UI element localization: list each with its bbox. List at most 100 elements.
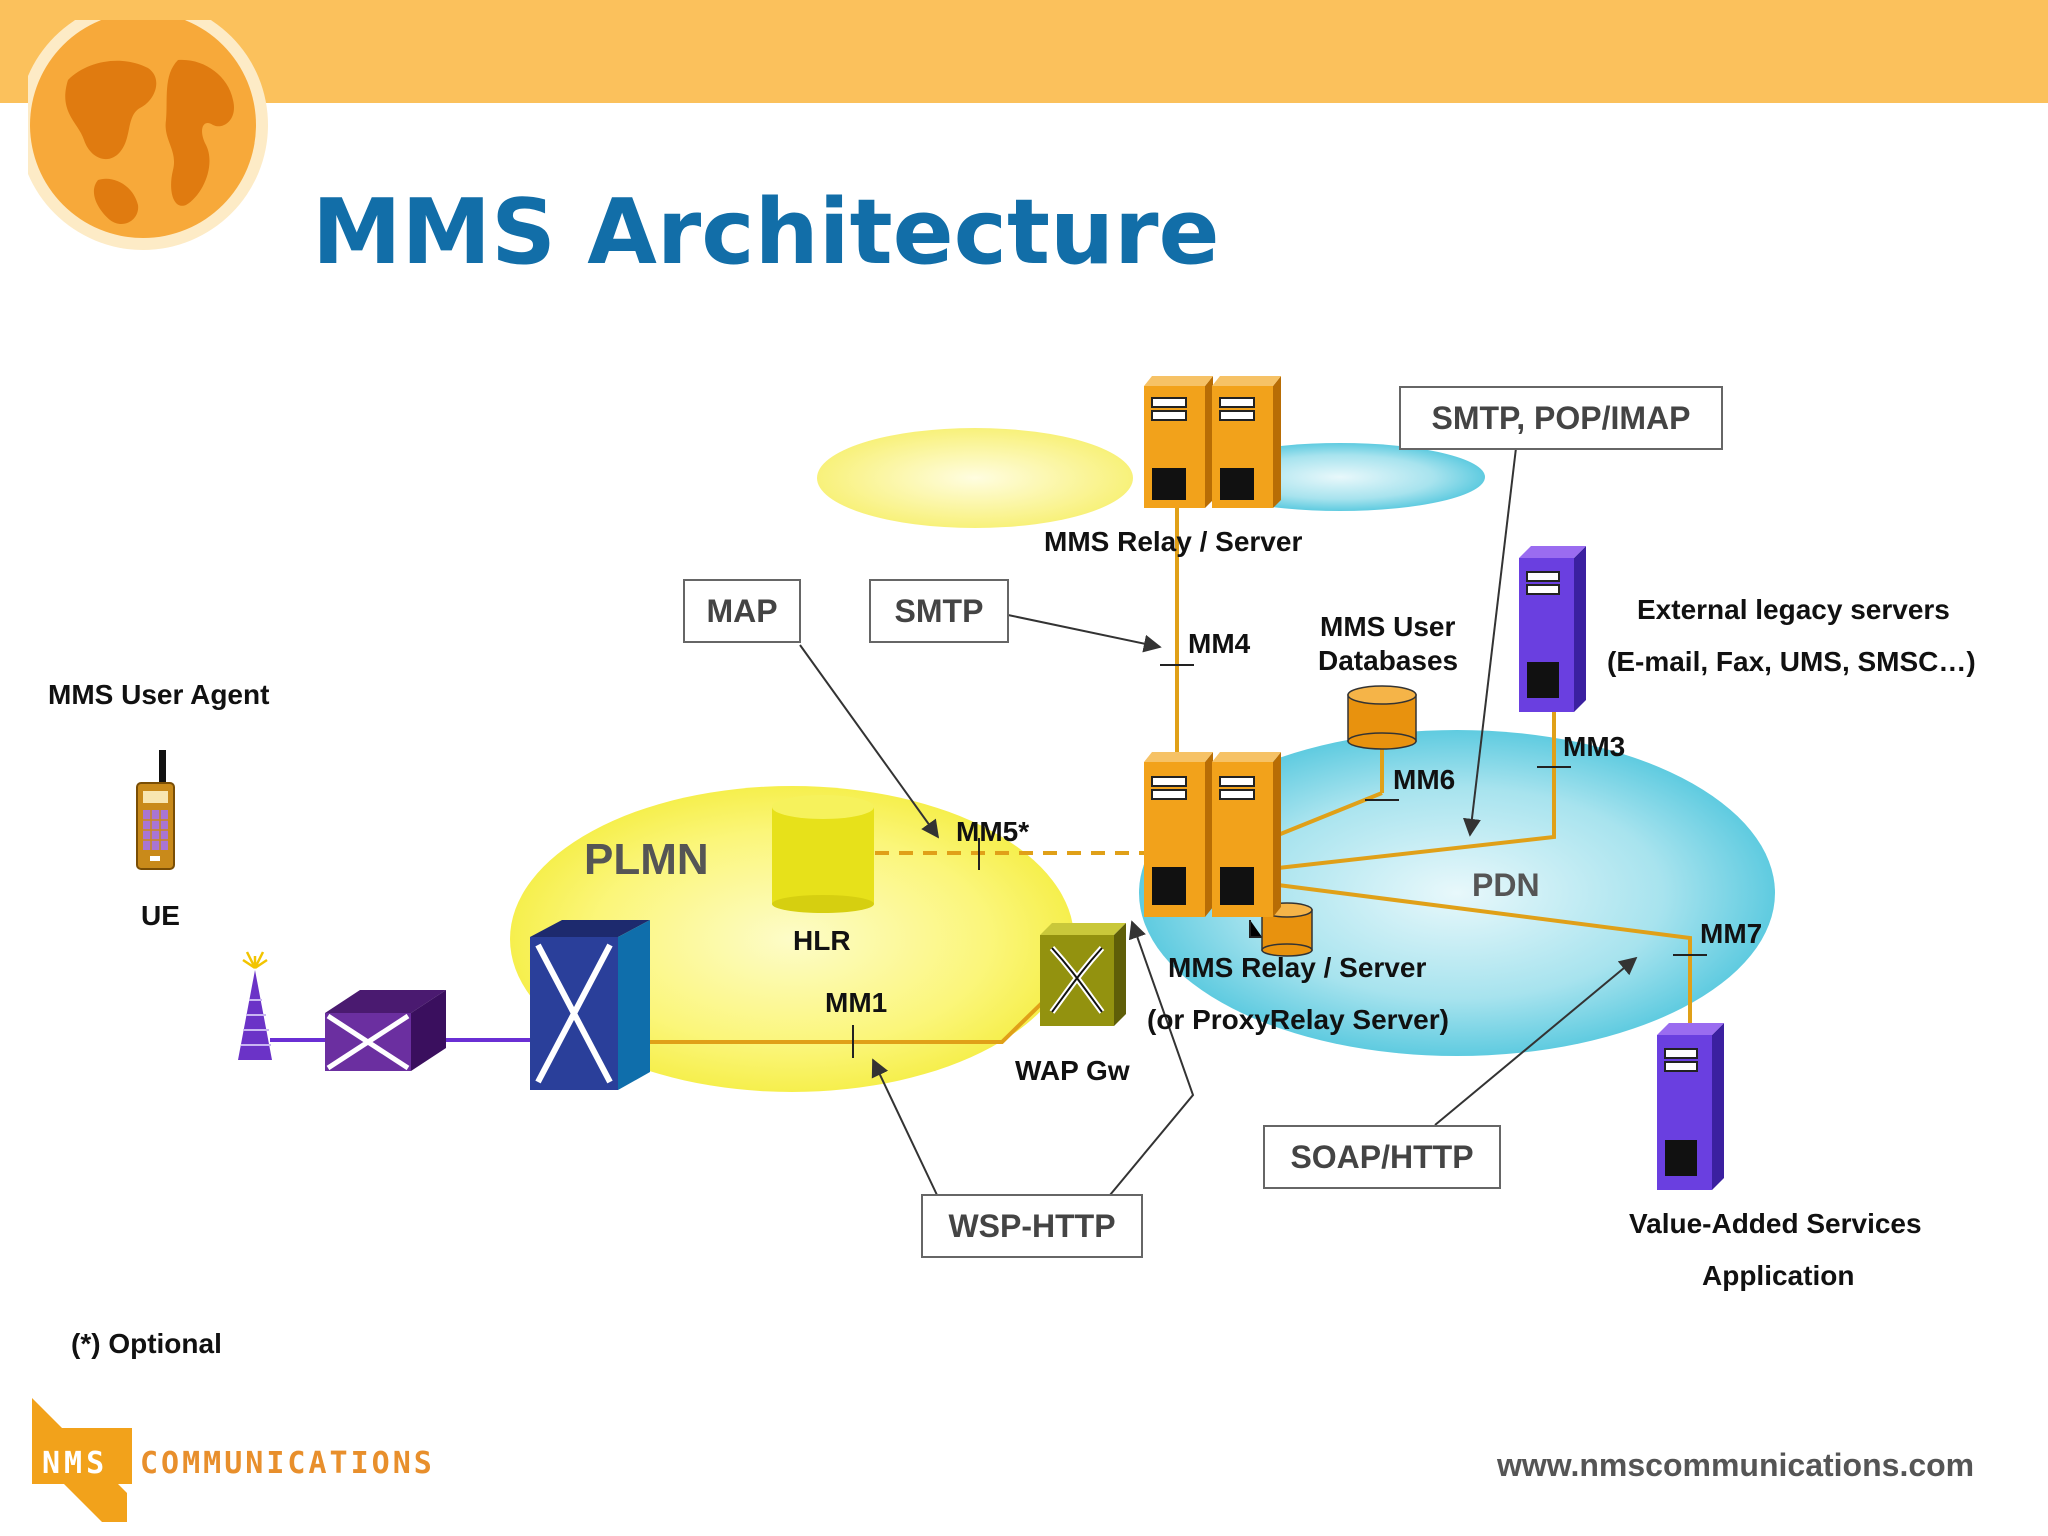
interface-ticks	[852, 664, 1707, 1058]
server-panel	[1220, 867, 1254, 905]
wsp-arrow-left	[871, 1058, 938, 1196]
handset-button	[150, 856, 160, 861]
mm1-link	[647, 998, 1047, 1044]
tower-lattice	[241, 999, 271, 1046]
user-db-bottom	[1347, 732, 1417, 750]
external-label-2: (E-mail, Fax, UMS, SMSC…)	[1607, 646, 1976, 677]
server-slot-b	[1219, 410, 1255, 421]
mm7-link	[1277, 883, 1692, 1030]
server-top	[1144, 752, 1213, 762]
vas-label-1: Value-Added Services	[1629, 1208, 1922, 1239]
antenna-tower-icon	[238, 951, 272, 1060]
network-links	[647, 498, 1692, 1044]
server-side	[1273, 752, 1281, 917]
server-slot-b	[1151, 789, 1187, 800]
handset-screen	[143, 791, 168, 803]
mm7-label: MM7	[1700, 918, 1763, 949]
server-top	[1212, 376, 1281, 386]
plmn-label: PLMN	[584, 835, 709, 884]
mm1-label: MM1	[825, 987, 888, 1018]
mm5-label: MM5*	[956, 816, 1030, 847]
msc-cross	[535, 943, 613, 1084]
globe-continents	[65, 59, 234, 225]
server-side	[1273, 376, 1281, 508]
msc-top	[530, 920, 650, 937]
page-title: MMS Architecture	[312, 180, 1220, 285]
msc-switch-icon	[530, 920, 650, 1090]
server-slot-b	[1526, 584, 1560, 595]
server-slot-a	[1526, 571, 1560, 582]
hlr-label: HLR	[793, 925, 851, 956]
external-legacy-server	[1519, 546, 1586, 712]
hlr-top	[772, 795, 874, 819]
mm6-label: MM6	[1393, 764, 1456, 795]
main-relay-server-2	[1212, 752, 1281, 917]
mm3-label: MM3	[1563, 731, 1626, 762]
server-side	[1205, 376, 1213, 508]
server-slot-b	[1219, 789, 1255, 800]
logo-base	[32, 1428, 132, 1484]
wap-gw-cross-core	[1051, 947, 1103, 1013]
server-top	[1144, 376, 1213, 386]
bsc-side	[411, 990, 446, 1071]
server-slot-a	[1664, 1048, 1698, 1059]
bsc-icon	[325, 990, 446, 1071]
server-panel	[1152, 867, 1186, 905]
ue-label: UE	[141, 900, 180, 931]
main-relay-sublabel: (or ProxyRelay Server)	[1147, 1004, 1449, 1035]
user-db-label-2: Databases	[1318, 645, 1459, 676]
hlr-body	[772, 807, 874, 904]
globe-icon	[28, 20, 268, 250]
top-relay-label: MMS Relay / Server	[1044, 526, 1303, 557]
user-db-cylinder	[1347, 685, 1417, 750]
wap-gw-icon	[1040, 923, 1126, 1026]
msc-side	[618, 920, 650, 1090]
external-label-1: External legacy servers	[1637, 594, 1950, 625]
banner-bar	[0, 0, 2048, 103]
soap-http-box: SOAP/HTTP	[1263, 1125, 1501, 1189]
vas-label-2: Application	[1702, 1260, 1855, 1291]
top-relay-server-1	[1144, 376, 1213, 508]
smtp-pop-arrow	[1462, 447, 1517, 837]
handset-antenna	[159, 750, 166, 786]
smtp-box: SMTP	[869, 579, 1009, 643]
server-slot-b	[1664, 1061, 1698, 1072]
pdn-label: PDN	[1472, 867, 1540, 903]
mm4-label: MM4	[1188, 628, 1251, 659]
top-cloud-yellow	[817, 428, 1133, 528]
tower-signal	[242, 951, 268, 970]
server-panel	[1527, 662, 1559, 698]
hlr-database	[772, 795, 874, 913]
server-panel	[1220, 468, 1254, 500]
map-box: MAP	[683, 579, 801, 643]
bsc-cross	[326, 1013, 410, 1071]
server-slot-b	[1151, 410, 1187, 421]
relay-db-tick	[1249, 920, 1262, 938]
top-relay-server-2	[1212, 376, 1281, 508]
server-top	[1657, 1023, 1724, 1035]
relay-store-bottom	[1261, 943, 1313, 957]
main-relay-server-1	[1144, 752, 1213, 917]
globe-sphere	[30, 20, 256, 238]
hlr-bottom	[772, 895, 874, 913]
handset-icon	[136, 750, 175, 870]
logo-word: COMMUNICATIONS	[140, 1446, 435, 1481]
wap-gw-label: WAP Gw	[1015, 1055, 1130, 1086]
wap-gw-side	[1114, 923, 1126, 1026]
map-arrow	[799, 644, 940, 839]
wsp-http-box: WSP-HTTP	[921, 1194, 1143, 1258]
vas-server	[1657, 1023, 1724, 1190]
server-slot-a	[1151, 776, 1187, 787]
server-slot-a	[1151, 397, 1187, 408]
nms-logo-icon	[32, 1398, 132, 1522]
bsc-top	[325, 990, 446, 1013]
mm6-link	[1277, 791, 1383, 837]
server-slot-a	[1219, 776, 1255, 787]
soap-arrow	[1434, 956, 1638, 1126]
footer-url[interactable]: www.nmscommunications.com	[1497, 1447, 1975, 1483]
smtp-pop-box: SMTP, POP/IMAP	[1399, 386, 1723, 450]
server-panel	[1665, 1140, 1697, 1176]
mm3-link	[1277, 712, 1556, 870]
server-side	[1712, 1023, 1724, 1190]
